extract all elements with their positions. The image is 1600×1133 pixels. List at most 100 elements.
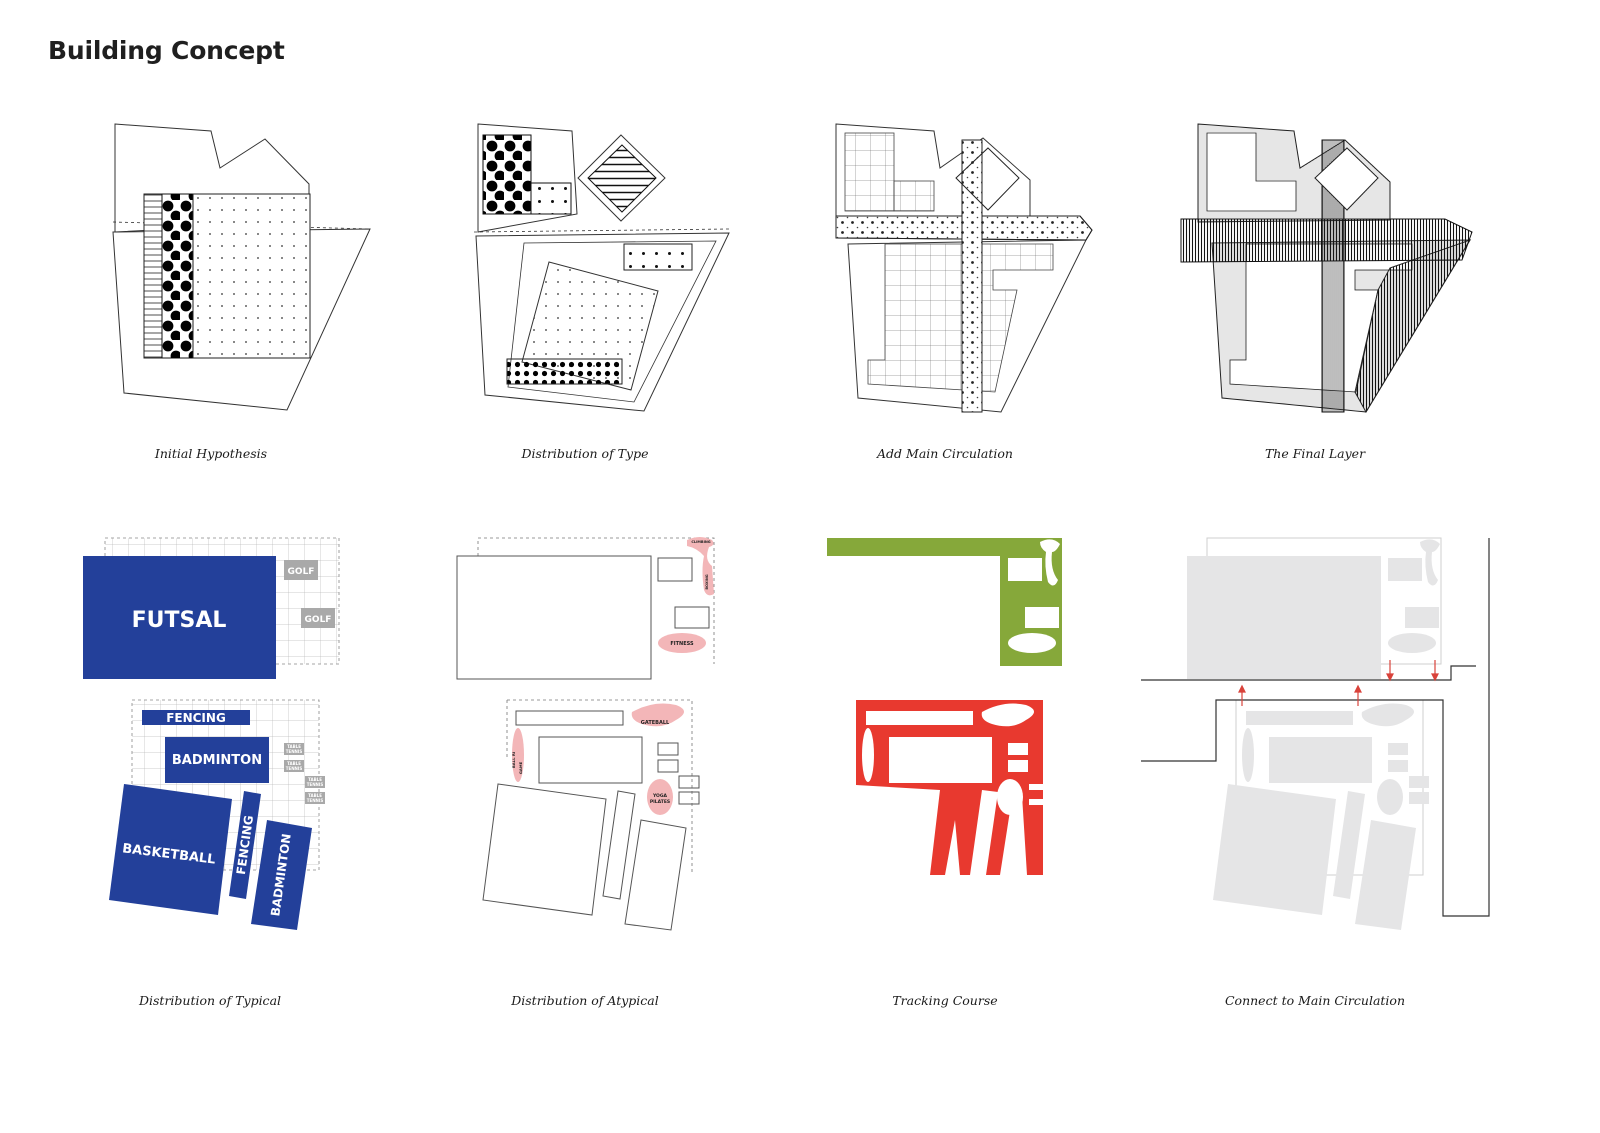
fitness-label: FITNESS xyxy=(670,641,694,647)
gray-small-2 xyxy=(1405,607,1439,628)
diamond-inner xyxy=(955,147,1020,211)
panel-the-final-layer: The Final Layer xyxy=(1180,123,1473,461)
panel-distribution-of-type: Distribution of Type xyxy=(473,123,730,461)
red-void-notch-1 xyxy=(1029,784,1043,790)
caption: Add Main Circulation xyxy=(876,446,1013,461)
lower-small-4 xyxy=(678,791,700,805)
dot-strip-bottom xyxy=(506,358,623,385)
caption: Distribution of Atypical xyxy=(510,993,659,1008)
table-tennis-2-line2: TENNIS xyxy=(286,766,303,771)
panel-tracking-course: Tracking Course xyxy=(827,538,1062,1008)
striped-diamond xyxy=(587,144,657,213)
futsal-label: FUTSAL xyxy=(132,608,227,633)
caption: Initial Hypothesis xyxy=(154,446,267,461)
site-axis xyxy=(473,228,730,233)
ball-ride-zone xyxy=(512,728,524,782)
pilates-label: PILATES xyxy=(650,799,670,805)
game-label: GAME xyxy=(518,761,523,774)
lower-small-1 xyxy=(657,742,679,756)
gray-curve-upper xyxy=(1420,539,1440,586)
rotated-dot-block xyxy=(521,261,659,391)
rotated-strip-outline xyxy=(602,790,636,900)
golf-bay-2 xyxy=(301,608,335,628)
lower-dashed-boundary xyxy=(507,699,693,875)
green-void-ellipse xyxy=(1008,633,1056,653)
golf-label-2: GOLF xyxy=(305,615,332,625)
lower-box-top xyxy=(515,710,624,726)
table-tennis-3-line1: TABLE xyxy=(308,777,322,782)
panel-initial-hypothesis: Initial Hypothesis xyxy=(112,123,371,461)
table-tennis-2-block xyxy=(284,760,304,772)
vertical-circulation xyxy=(961,139,983,413)
gray-small-3 xyxy=(1388,743,1408,755)
boxing-label: BOXING xyxy=(705,574,709,589)
table-tennis-2-line1: TABLE xyxy=(287,761,301,766)
golf-bay-1 xyxy=(284,560,318,580)
yoga-zone xyxy=(647,779,673,815)
gray-curve-lower xyxy=(1361,703,1414,727)
badminton-court-2 xyxy=(251,820,312,930)
arrow-up-2-head xyxy=(1354,684,1362,693)
table-tennis-2: TABLE TENNIS xyxy=(284,760,304,772)
fencing-label-1: FENCING xyxy=(166,711,226,725)
upper-dashed-boundary xyxy=(477,537,715,664)
upper-main-box xyxy=(456,555,652,680)
red-void-top xyxy=(866,711,973,725)
outline-upper xyxy=(477,123,578,233)
page-title: Building Concept xyxy=(48,36,285,65)
small-dot-zone xyxy=(193,194,310,358)
grid-block-upper xyxy=(844,132,895,212)
green-void-2 xyxy=(1025,607,1059,628)
band-vertical xyxy=(1321,139,1345,413)
arrow-up-1-head xyxy=(1238,684,1246,693)
table-tennis-4-line1: TABLE xyxy=(308,793,322,798)
upper-small-box-2 xyxy=(674,606,710,629)
large-dot-zone xyxy=(162,194,193,358)
red-void-middle xyxy=(889,737,992,783)
gray-ellipse-right xyxy=(1377,779,1403,815)
yoga-label: YOGA xyxy=(652,793,668,799)
red-void-notch-2 xyxy=(1029,799,1043,805)
diamond-outline xyxy=(577,134,666,222)
fencing-strip-1 xyxy=(142,710,250,725)
red-void-curve xyxy=(981,703,1034,727)
fencing-strip-2 xyxy=(229,791,261,899)
arrow-down-2-head xyxy=(1431,673,1439,682)
diamond-inner xyxy=(1314,147,1379,211)
table-tennis-3-block xyxy=(305,776,325,788)
gray-ellipse-upper xyxy=(1388,633,1436,653)
red-void-ellipse-left xyxy=(862,728,874,782)
table-tennis-4-line2: TENNIS xyxy=(307,798,324,803)
gray-rotated-court-2 xyxy=(1355,820,1416,930)
ball-ride-label: BALL RI xyxy=(511,751,516,768)
gray-small-5 xyxy=(1409,776,1429,788)
table-tennis-4-block xyxy=(305,792,325,804)
connection-arrows xyxy=(1238,660,1439,706)
basketball-court xyxy=(109,784,232,915)
arrow-down-1-head xyxy=(1386,673,1394,682)
gateball-label: GATEBALL xyxy=(641,720,670,726)
panel-distribution-of-atypical: CLIMBING BOXING FITNESS GATEBALL BALL RI… xyxy=(456,537,715,1008)
gray-ellipse-left xyxy=(1242,728,1254,782)
climbing-label: CLIMBING xyxy=(691,540,710,544)
gray-small-1 xyxy=(1388,558,1422,581)
badminton-court-1 xyxy=(165,737,269,783)
lower-small-2 xyxy=(657,759,679,773)
table-tennis-1-block xyxy=(284,743,304,755)
panel-connect-to-main-circulation: Connect to Main Circulation xyxy=(1141,537,1490,1008)
caption: Connect to Main Circulation xyxy=(1225,993,1405,1008)
rotated-court-outline xyxy=(482,783,607,916)
gateball-zone xyxy=(631,703,684,727)
gray-small-4 xyxy=(1388,760,1408,772)
table-tennis-1-line1: TABLE xyxy=(287,744,301,749)
outline-lower-outer xyxy=(475,232,730,412)
climbing-zone xyxy=(687,537,714,596)
outline-lower-inner xyxy=(507,240,717,403)
grid-block-lower xyxy=(867,243,1054,393)
grid-block-notch xyxy=(893,180,935,212)
fitness-zone xyxy=(658,633,706,653)
table-tennis-1-line2: TENNIS xyxy=(286,749,303,754)
table-tennis-3-line2: TENNIS xyxy=(307,782,324,787)
gray-rotated-strip xyxy=(1333,791,1365,899)
